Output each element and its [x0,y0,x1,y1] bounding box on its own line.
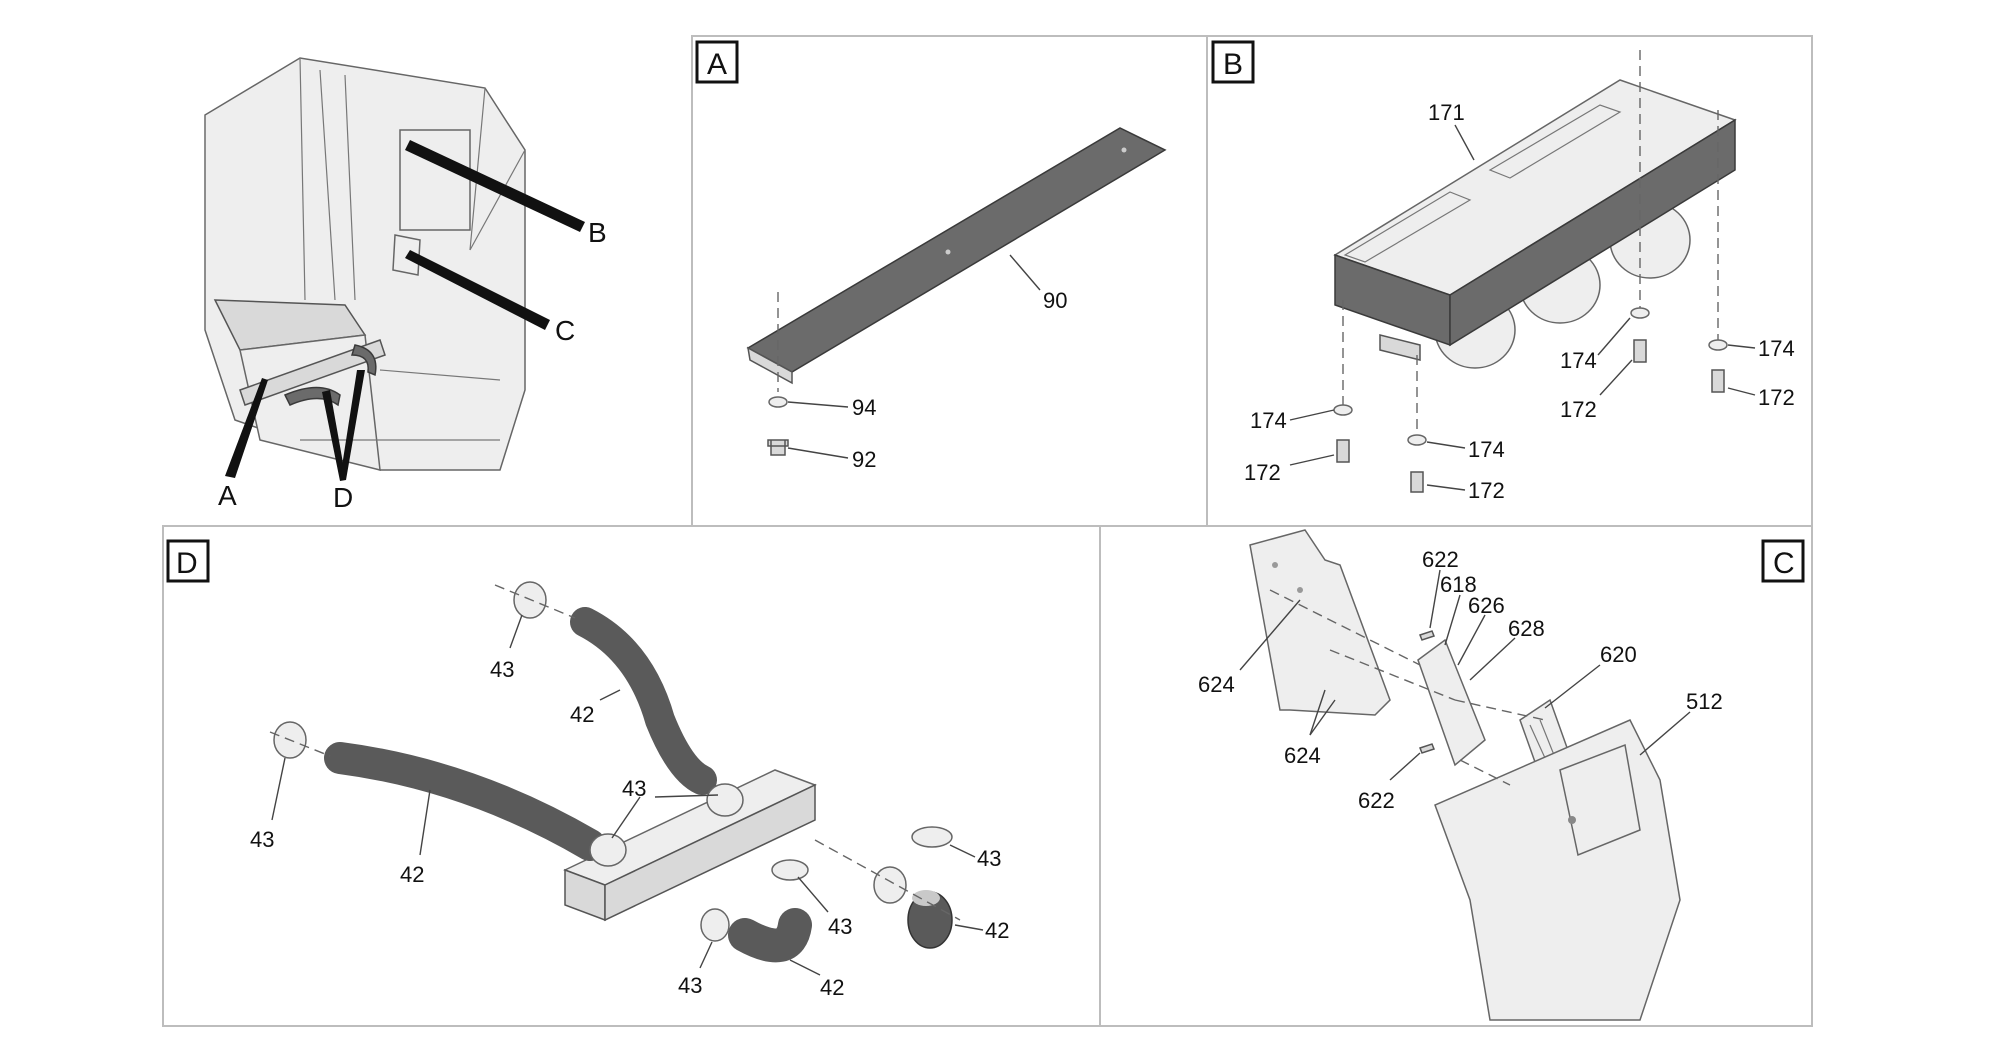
label-42-right: 42 [985,918,1009,943]
panel-c-letter: C [1773,547,1795,580]
label-626: 626 [1468,593,1505,618]
plate-618 [1417,638,1486,767]
panel-c-frame [1099,525,1813,1027]
label-92: 92 [852,447,876,472]
cover-panel-512 [1434,719,1681,1021]
overview-callout-b: B [588,217,607,248]
label-42-top: 42 [570,702,594,727]
panel-d-badge [166,539,210,583]
panel-a: A 90 94 92 [695,40,1167,472]
label-174-left: 174 [1250,408,1287,433]
label-94: 94 [852,395,876,420]
hose-42-lower [728,908,812,963]
leader-c [405,250,550,330]
label-42-bottom: 42 [820,975,844,1000]
label-171: 171 [1428,100,1465,125]
label-174-lower: 174 [1468,437,1505,462]
bracket-90 [746,127,1167,373]
leader-d2 [340,370,365,480]
hose-42-upper [570,607,717,795]
label-43-top: 43 [490,657,514,682]
label-43-right: 43 [977,846,1001,871]
panel-c: C 622 618 626 628 620 512 6 [1198,529,1805,1021]
overview-callout-a: A [218,480,237,511]
label-620: 620 [1600,642,1637,667]
hose-42-left [324,742,606,861]
label-43-mid: 43 [622,776,646,801]
panel-a-letter: A [707,48,727,81]
panel-d-letter: D [176,547,198,580]
label-172-lower: 172 [1468,478,1505,503]
label-624-lower: 624 [1284,743,1321,768]
label-174-right: 174 [1758,336,1795,361]
label-43-bottom: 43 [678,973,702,998]
leader-d1 [322,390,346,481]
label-618: 618 [1440,572,1477,597]
label-172-right: 172 [1758,385,1795,410]
overview-callout-d: D [333,482,353,513]
overview-callout-c: C [555,315,575,346]
cab-overview: A D B C [204,57,607,513]
label-624-left: 624 [1198,672,1235,697]
label-622-lower: 622 [1358,788,1395,813]
label-172-left: 172 [1244,460,1281,485]
label-43-left: 43 [250,827,274,852]
panel-d: D 43 42 43 42 43 43 [166,539,1009,1000]
leader-b [405,140,585,232]
label-42-left: 42 [400,862,424,887]
panel-a-badge [695,40,739,84]
cover-window [1559,743,1641,857]
panel-c-badge [1761,539,1805,583]
bolt-92 [767,439,789,456]
label-512: 512 [1686,689,1723,714]
label-174-center: 174 [1560,348,1597,373]
label-622-top: 622 [1422,547,1459,572]
washer-94 [768,396,788,408]
label-90: 90 [1043,288,1067,313]
label-172-center: 172 [1560,397,1597,422]
panel-b-letter: B [1223,48,1243,81]
label-43-centerlow: 43 [828,914,852,939]
panel-a-frame [691,35,1208,527]
leader-a [225,378,268,478]
mounting-bracket [1249,529,1391,716]
panel-b-badge [1211,40,1255,84]
label-628: 628 [1508,616,1545,641]
panel-b: B 171 174 172 174 172 [1211,40,1795,503]
